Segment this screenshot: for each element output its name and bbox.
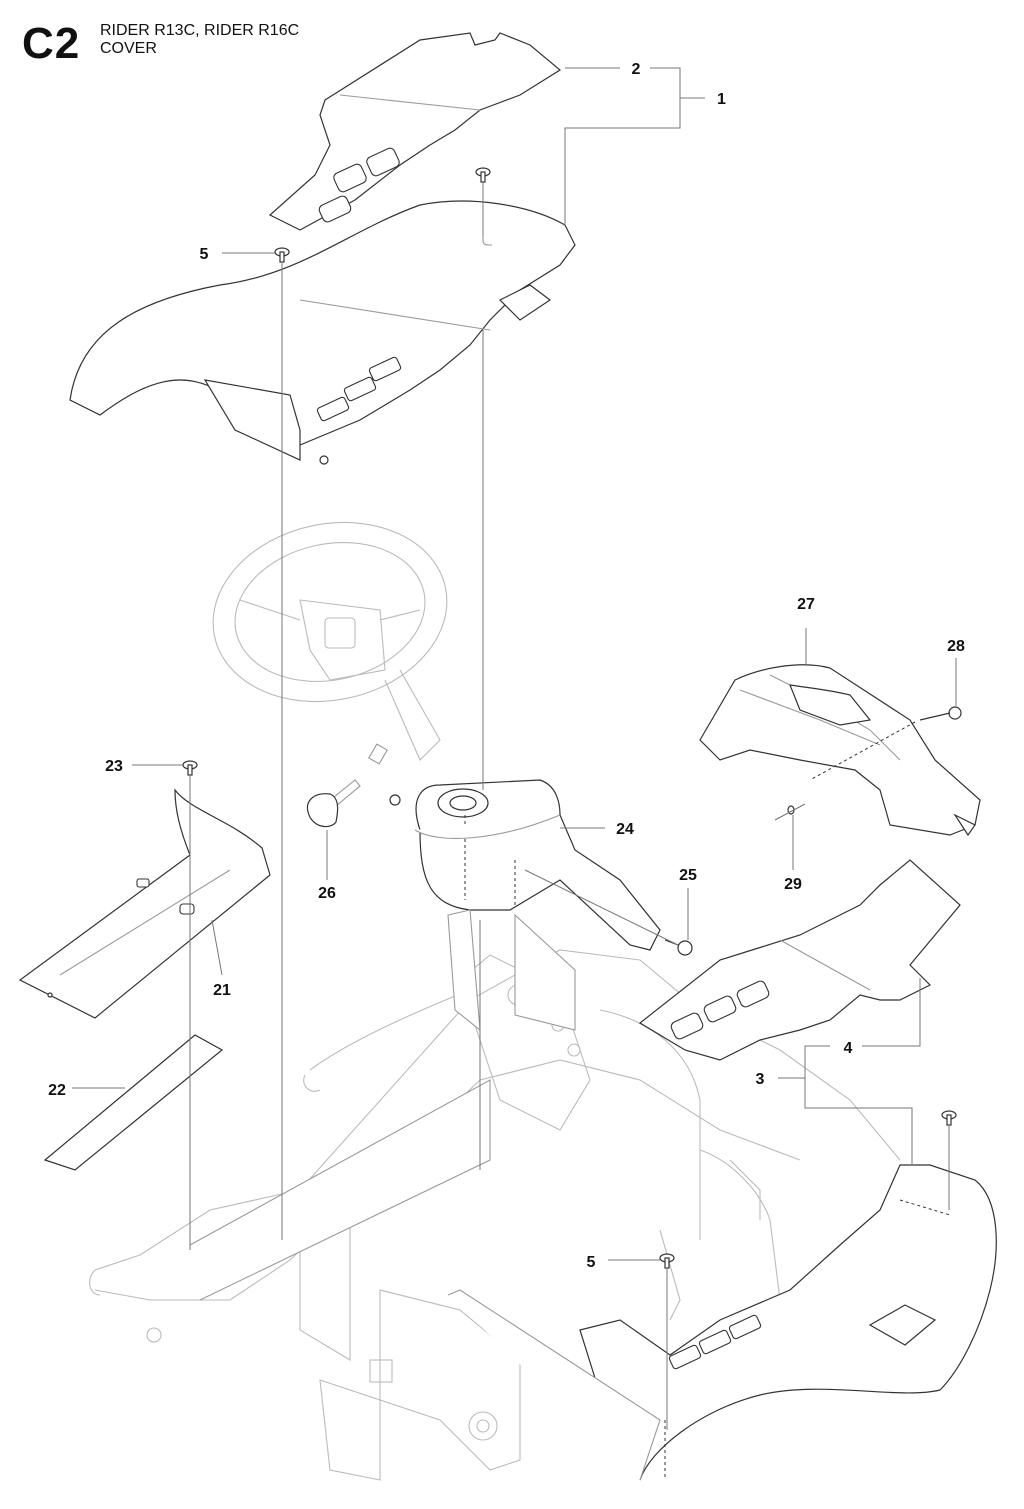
side-panel-part-21 <box>18 788 271 1019</box>
lower-mat-part-4 <box>638 859 961 1061</box>
strip-part-22 <box>43 1034 224 1171</box>
callout-leaders <box>72 67 957 1261</box>
knob-part-26 <box>306 793 339 828</box>
steering-wheel-ghost <box>212 521 448 761</box>
screw-icon <box>274 247 290 263</box>
console-part-24 <box>389 779 661 951</box>
callout-21: 21 <box>213 982 231 999</box>
mounting-plates <box>189 909 661 1481</box>
callout-labels: 1 2 3 4 5 5 21 22 23 24 25 26 27 28 29 <box>48 61 965 1271</box>
washer-part-29 <box>774 803 806 821</box>
screw-icon <box>941 1110 957 1126</box>
callout-23: 23 <box>105 758 123 775</box>
callout-4: 4 <box>844 1040 853 1057</box>
front-hood-part-27 <box>699 664 981 837</box>
screw-icon <box>475 167 491 183</box>
callout-27: 27 <box>797 596 815 613</box>
callout-28: 28 <box>947 638 965 655</box>
screw-icon <box>182 760 198 776</box>
callout-29: 29 <box>784 876 802 893</box>
callout-25: 25 <box>679 867 697 884</box>
callout-24: 24 <box>616 821 634 838</box>
callout-22: 22 <box>48 1082 66 1099</box>
callout-2: 2 <box>632 61 641 78</box>
lower-cover-part-3 <box>579 1164 997 1481</box>
callout-26: 26 <box>318 885 336 902</box>
section-name: COVER <box>100 40 157 57</box>
section-code: C2 <box>22 19 81 68</box>
callout-5-lower: 5 <box>587 1254 596 1271</box>
callout-5-upper: 5 <box>200 246 209 263</box>
model-names: RIDER R13C, RIDER R16C <box>100 22 300 39</box>
upper-mat-part-2 <box>268 32 562 231</box>
chassis-frame-ghost <box>89 949 901 1481</box>
bolt-part-25 <box>664 939 693 956</box>
pin-part-28 <box>809 706 962 781</box>
assembly-lines <box>189 182 950 1430</box>
callout-3: 3 <box>756 1071 765 1088</box>
rear-cover-part-1 <box>69 200 576 465</box>
screw-icon <box>659 1253 675 1269</box>
callout-1: 1 <box>717 91 726 108</box>
